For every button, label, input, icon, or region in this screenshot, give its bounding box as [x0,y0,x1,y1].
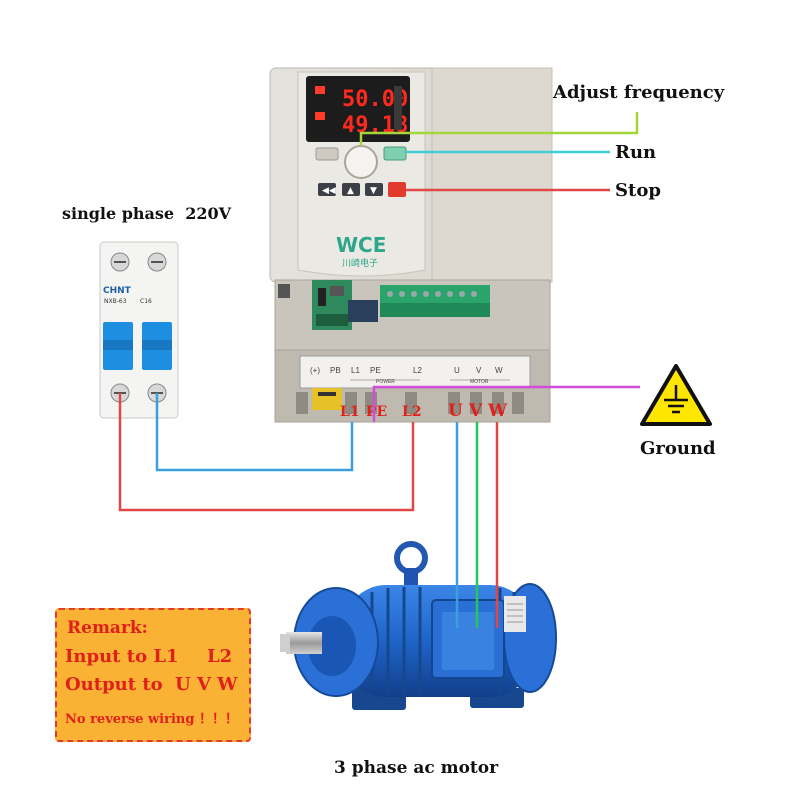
remark-output-uvw: U V W [175,674,238,695]
strip-v: V [476,366,482,375]
wire-l1 [155,393,354,472]
brand-logo: WCE [336,233,386,257]
terminal-w: W [487,401,508,421]
power-terminal-strip [299,355,531,389]
label-single-phase: single phase 220V [62,204,232,223]
remark-input: Input to L1 [65,646,179,667]
strip-pb: PB [330,366,341,375]
frequency-knob[interactable] [344,145,378,179]
remark-warning: No reverse wiring ！！！ [65,712,238,727]
wire-l2 [118,393,415,512]
strip-l2: L2 [413,366,422,375]
run-button[interactable] [383,146,407,161]
terminal-pe: PE [366,404,387,420]
remark-title: Remark: [67,618,148,638]
breaker-model: NXB-63 [104,298,127,305]
svg-text:(+): (+) [310,366,320,375]
terminal-l1: L1 [340,404,360,420]
fwd-button[interactable] [315,147,339,161]
svg-text:◀◀: ◀◀ [322,186,336,196]
breaker-rating: C16 [140,298,152,305]
label-ground: Ground [640,438,716,459]
strip-pe: PE [370,366,381,375]
label-adjust-frequency: Adjust frequency [553,82,725,103]
motor-nameplate [504,596,526,632]
strip-motor: MOTOR [470,379,489,385]
svg-text:▲: ▲ [347,186,354,196]
breaker-brand: CHNT [103,286,132,296]
stop-button[interactable] [388,182,406,197]
terminal-u: U [448,401,463,421]
circuit-breaker: CHNT NXB-63 C16 [99,241,179,419]
wiring [118,112,640,628]
vfd-drive: 50.00 49.18 ◀◀ ▲ ▼ WCE 川崎电子 [269,67,553,423]
remark-output: Output to [65,674,163,695]
ground-symbol [640,364,712,426]
ac-motor [280,541,557,710]
label-stop: Stop [615,180,661,201]
down-button[interactable] [365,183,383,196]
terminal-v: V [468,401,483,421]
strip-u: U [454,366,460,375]
strip-w: W [495,366,503,375]
terminal-l2: L2 [402,404,422,420]
left-button[interactable] [318,183,336,196]
label-run: Run [615,142,657,163]
remark-input-l2: L2 [207,646,233,667]
wire-ground [372,385,640,422]
up-button[interactable] [342,183,360,196]
brand-chinese: 川崎电子 [342,257,378,269]
label-motor: 3 phase ac motor [334,758,499,778]
display-window [306,76,410,142]
strip-l1: L1 [351,366,360,375]
remark-box: Remark: Input to L1 L2 Output to U V W N… [55,608,251,742]
svg-text:▼: ▼ [370,186,377,196]
strip-power: POWER [376,379,395,385]
wire-adjust-frequency [359,112,639,146]
